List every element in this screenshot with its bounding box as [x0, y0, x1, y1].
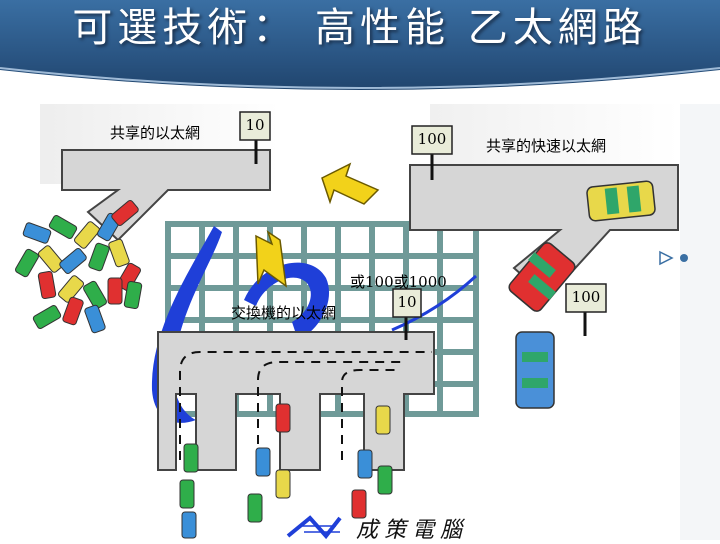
sign-post-fast	[411, 125, 453, 180]
switched-ethernet-road	[157, 331, 435, 471]
brand-name: 成策電腦	[356, 518, 469, 543]
car-yellow-fast	[586, 180, 656, 222]
sign-exit-speed: 100	[571, 288, 601, 306]
car-jam-cluster	[15, 200, 143, 334]
sign-switched-speed: 10	[397, 293, 417, 311]
dot-marker-icon	[680, 254, 688, 262]
switched-lane-cars	[179, 403, 393, 539]
sign-post-shared	[239, 111, 271, 164]
car-blue-exit	[515, 331, 555, 409]
sign-fast-speed: 100	[417, 130, 447, 148]
arrow-right-icon	[321, 162, 380, 205]
slide-title: 可選技術： 高性能 乙太網路	[72, 5, 648, 51]
label-switched-speeds: 或100或1000	[350, 273, 447, 291]
label-shared-fast-ethernet: 共享的快速以太網	[486, 137, 607, 155]
sign-shared-speed: 10	[245, 116, 265, 134]
brand-logo-icon	[286, 515, 342, 540]
sign-post-switched	[392, 288, 422, 340]
title-banner: 可選技術： 高性能 乙太網路	[0, 0, 720, 102]
arrow-down-icon	[255, 230, 287, 288]
label-switched-ethernet: 交換機的以太網	[231, 304, 337, 322]
car-red-fast	[508, 242, 576, 312]
banner-background	[0, 0, 720, 102]
play-marker-icon	[659, 250, 674, 266]
sign-post-exit	[565, 283, 607, 336]
label-shared-ethernet: 共享的以太網	[110, 124, 201, 142]
